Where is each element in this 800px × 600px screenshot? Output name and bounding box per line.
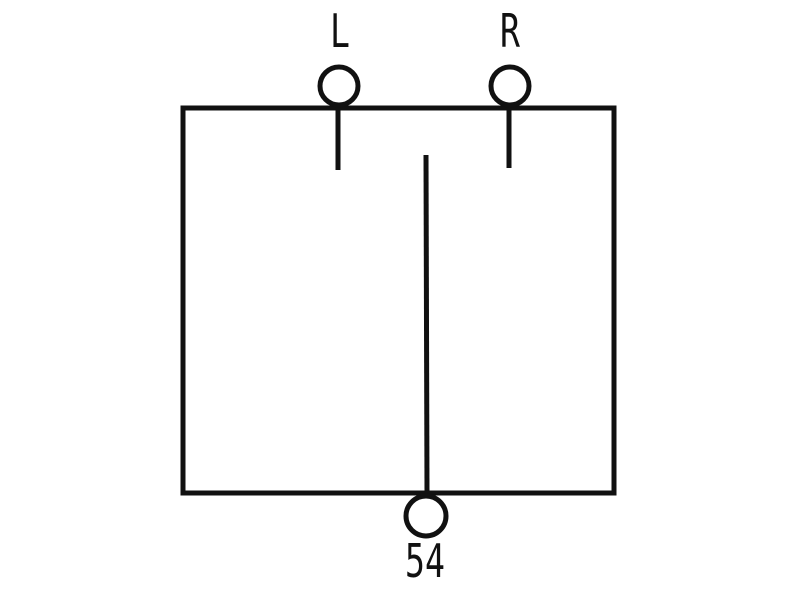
switch-lever	[423, 154, 430, 494]
switch-housing	[180, 105, 617, 496]
right-terminal-circle	[488, 64, 532, 108]
terminal-label-right: R	[500, 4, 520, 58]
terminal-label-bottom: 54	[405, 534, 445, 588]
terminal-label-left: L	[330, 4, 350, 58]
bottom-terminal-circle	[403, 493, 449, 539]
left-terminal-circle	[317, 64, 361, 108]
